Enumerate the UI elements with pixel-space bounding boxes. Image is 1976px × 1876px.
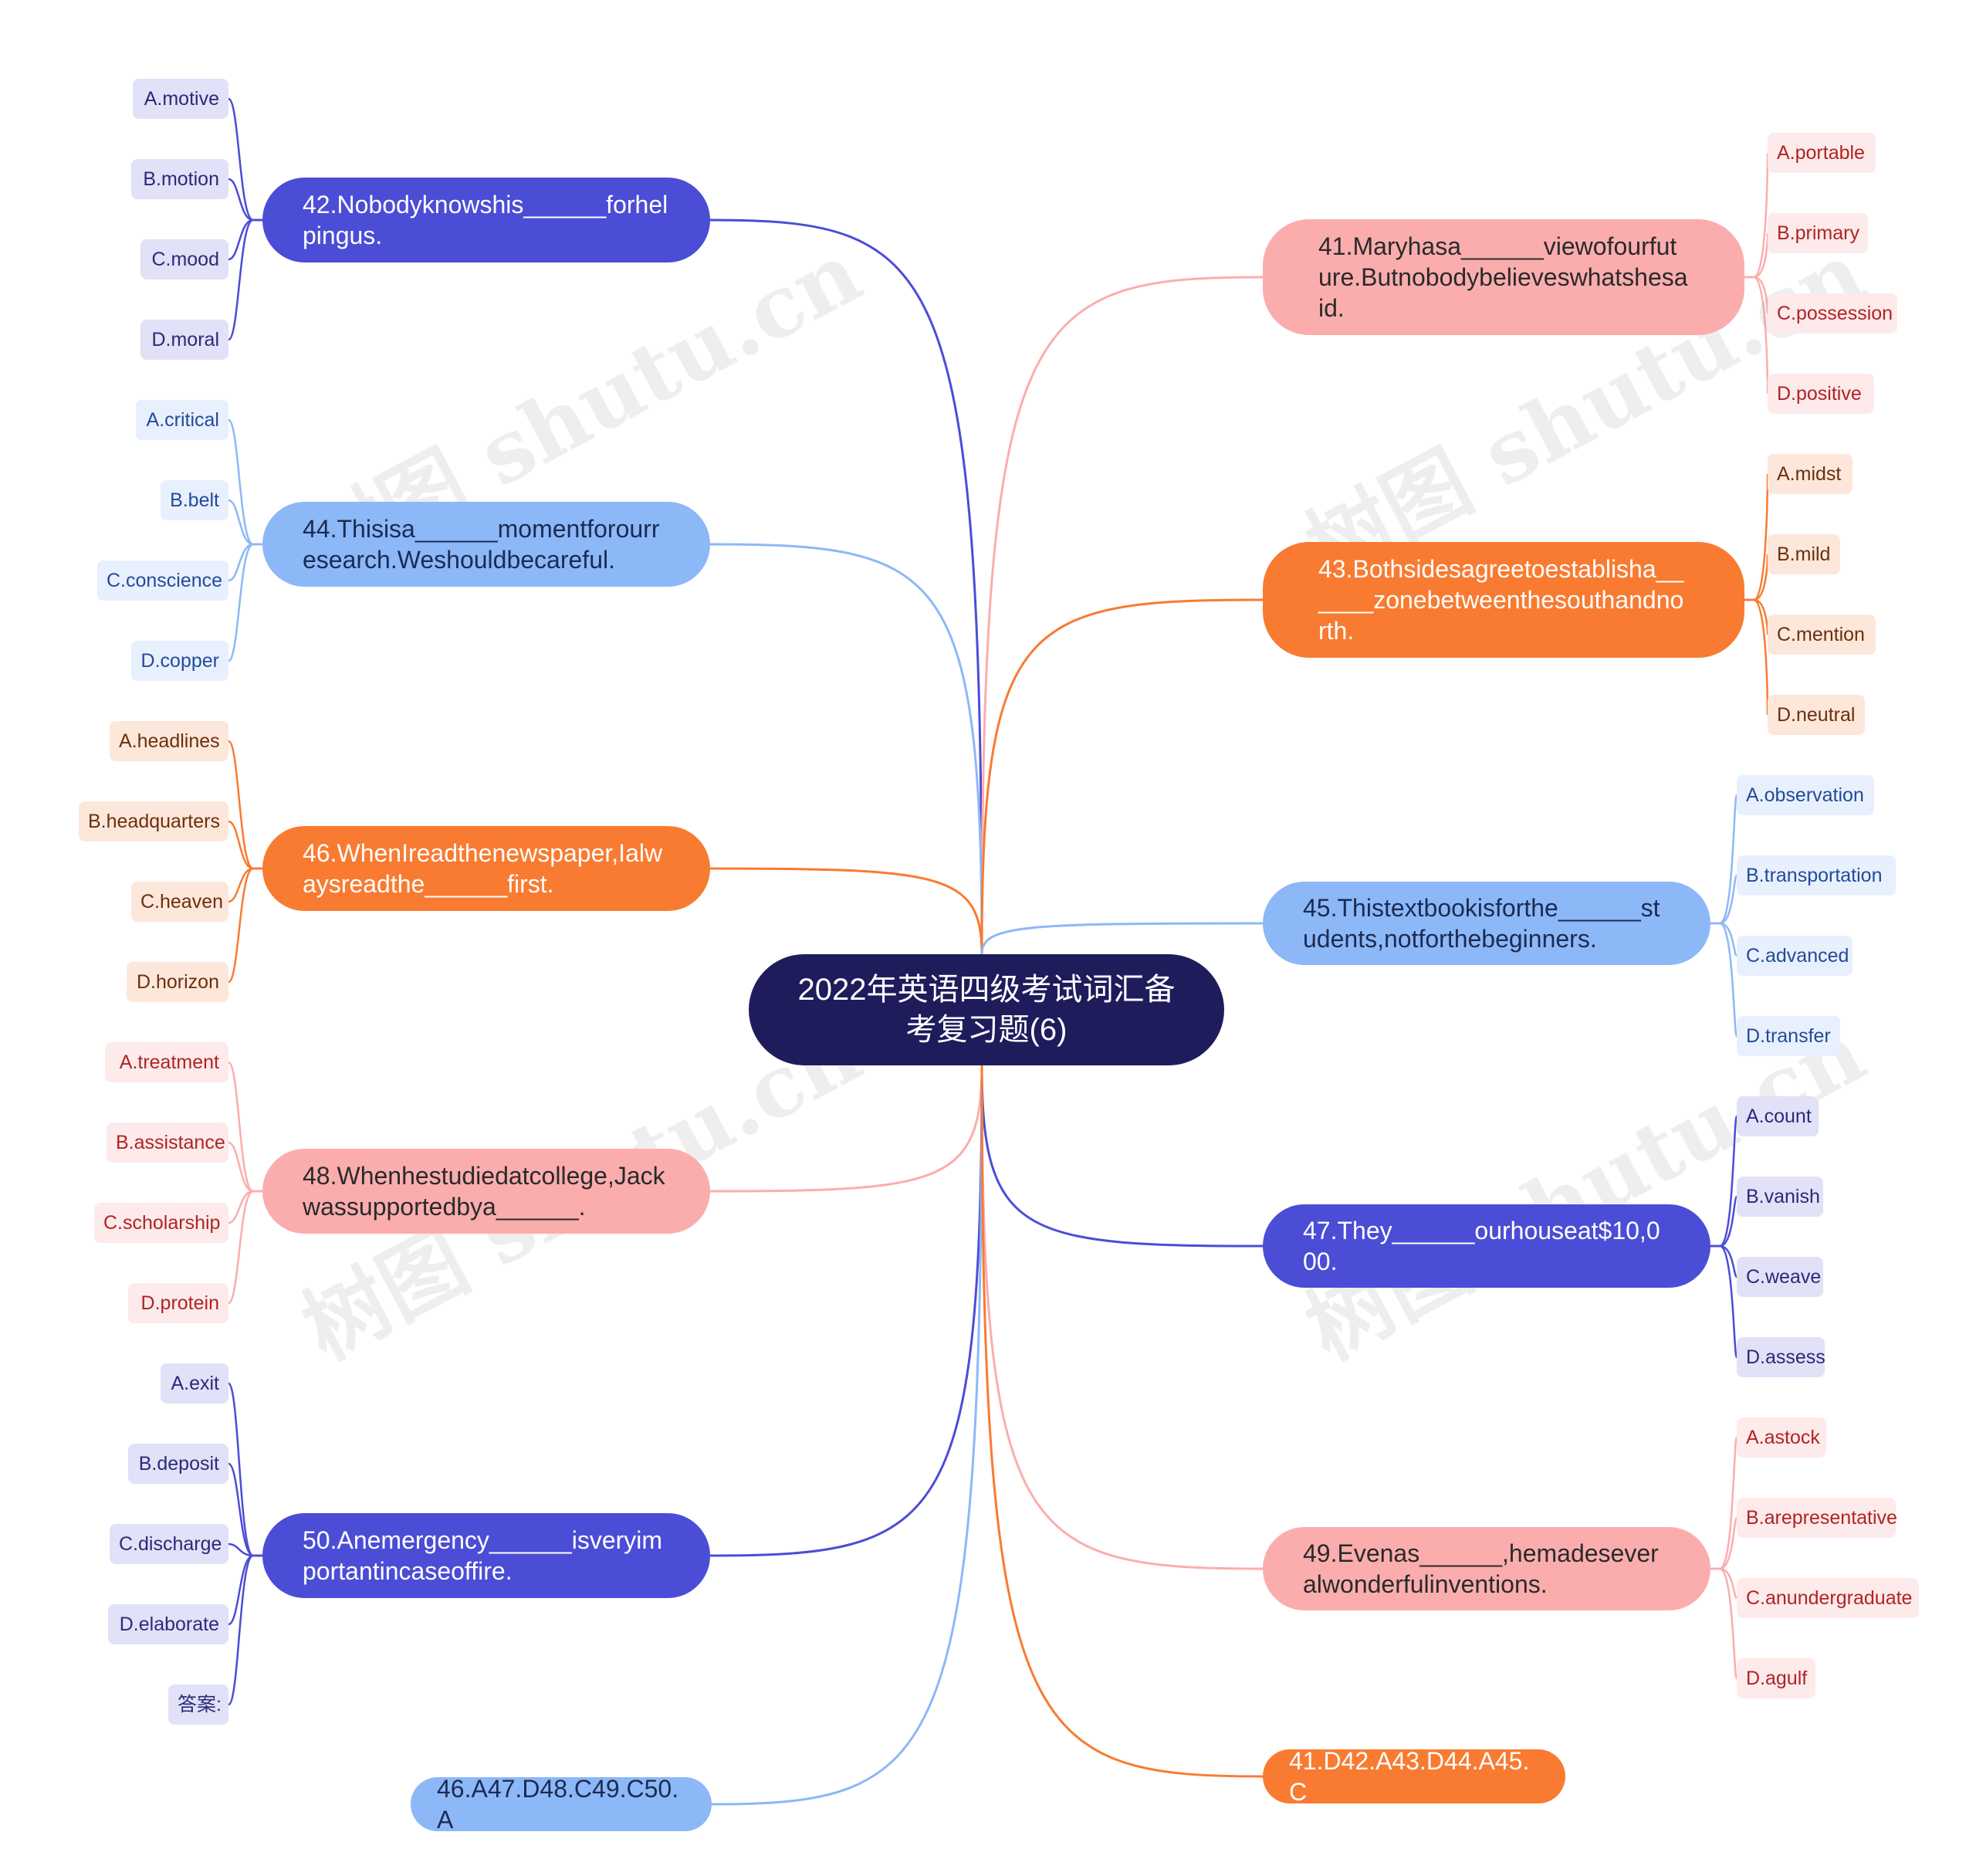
option-connector-25: [1744, 473, 1769, 601]
option-connector-34: [1710, 1195, 1738, 1248]
option-connector-37: [1710, 1436, 1738, 1570]
question-node-47[interactable]: 47.They______ourhouseat$10,000.: [1263, 1204, 1710, 1288]
option-41-b[interactable]: B.primary: [1768, 213, 1868, 253]
option-connector-3: [227, 218, 262, 341]
connector-l-1: [709, 543, 983, 955]
option-connector-9: [228, 820, 262, 870]
option-47-c[interactable]: C.weave: [1737, 1257, 1823, 1297]
option-50-c[interactable]: C.discharge: [110, 1524, 228, 1564]
option-connector-30: [1710, 874, 1738, 925]
option-45-d[interactable]: D.transfer: [1737, 1016, 1840, 1056]
question-node-41[interactable]: 41.Maryhasa______viewofourfuture.Butnobo…: [1263, 219, 1744, 335]
option-connector-36: [1710, 1244, 1738, 1359]
option-connector-0: [227, 97, 262, 222]
answer-node-46-50[interactable]: 46.A47.D48.C49.C50.A: [411, 1775, 712, 1834]
question-node-49[interactable]: 49.Evenas______,hemadeseveralwonderfulin…: [1263, 1527, 1710, 1610]
option-49-b[interactable]: B.arepresentative: [1737, 1498, 1897, 1538]
root-topic[interactable]: 2022年英语四级考试词汇备考复习题(6): [749, 954, 1224, 1065]
option-connector-38: [1710, 1516, 1738, 1570]
connector-r-4: [980, 1065, 1264, 1570]
option-48-a[interactable]: A.treatment: [105, 1042, 228, 1082]
option-47-b[interactable]: B.vanish: [1737, 1177, 1823, 1217]
option-44-c[interactable]: C.conscience: [97, 560, 228, 601]
connector-r-1: [980, 598, 1264, 955]
question-node-42[interactable]: 42.Nobodyknowshis______forhelpingus.: [262, 178, 710, 262]
question-node-50[interactable]: 50.Anemergency______isveryimportantincas…: [262, 1513, 710, 1598]
question-node-48[interactable]: 48.Whenhestudiedatcollege,Jackwassupport…: [262, 1149, 710, 1234]
option-connector-11: [227, 867, 262, 984]
option-46-a[interactable]: A.headlines: [110, 721, 228, 761]
option-45-a[interactable]: A.observation: [1737, 775, 1874, 815]
option-connector-21: [1744, 152, 1769, 279]
option-48-c[interactable]: C.scholarship: [94, 1203, 228, 1243]
option-49-d[interactable]: D.agulf: [1737, 1658, 1815, 1698]
option-46-d[interactable]: D.horizon: [127, 962, 228, 1002]
option-45-c[interactable]: C.advanced: [1737, 936, 1852, 976]
option-44-d[interactable]: D.copper: [131, 641, 228, 681]
option-connector-32: [1710, 922, 1738, 1038]
option-48-b[interactable]: B.assistance: [107, 1123, 228, 1163]
option-49-a[interactable]: A.astock: [1737, 1417, 1826, 1458]
option-connector-33: [1710, 1115, 1738, 1248]
option-connector-12: [227, 1061, 262, 1193]
option-connector-24: [1744, 276, 1769, 395]
option-connector-15: [227, 1190, 262, 1305]
question-node-45[interactable]: 45.Thistextbookisforthe______students,no…: [1263, 882, 1710, 965]
option-connector-4: [227, 418, 262, 546]
option-45-b[interactable]: B.transportation: [1737, 855, 1896, 896]
option-connector-8: [227, 740, 262, 870]
option-41-d[interactable]: D.positive: [1768, 374, 1874, 414]
option-43-c[interactable]: C.mention: [1768, 615, 1876, 655]
option-44-b[interactable]: B.belt: [161, 480, 228, 520]
option-connector-16: [227, 1382, 262, 1557]
option-connector-7: [227, 543, 262, 662]
option-43-d[interactable]: D.neutral: [1768, 695, 1865, 735]
answer-node-41-45[interactable]: 41.D42.A43.D44.A45.C: [1263, 1747, 1565, 1806]
option-46-b[interactable]: B.headquarters: [79, 801, 228, 841]
question-node-46[interactable]: 46.WhenIreadthenewspaper,Ialwaysreadthe_…: [262, 826, 710, 911]
connector-r-2: [980, 922, 1264, 955]
connector-r-5: [980, 1065, 1264, 1778]
connector-l-5: [711, 1065, 983, 1806]
option-42-a[interactable]: A.motive: [133, 79, 228, 119]
connector-l-2: [709, 867, 983, 955]
option-43-b[interactable]: B.mild: [1768, 534, 1840, 574]
option-50-d[interactable]: D.elaborate: [108, 1604, 228, 1644]
connector-r-0: [980, 276, 1264, 955]
option-41-a[interactable]: A.portable: [1768, 133, 1876, 173]
option-connector-17: [228, 1462, 262, 1557]
option-connector-29: [1710, 794, 1738, 925]
option-connector-19: [228, 1554, 262, 1626]
answer-label[interactable]: 答案:: [168, 1685, 228, 1725]
option-50-b[interactable]: B.deposit: [128, 1444, 228, 1484]
option-44-a[interactable]: A.critical: [136, 400, 228, 440]
option-43-a[interactable]: A.midst: [1768, 454, 1852, 494]
option-47-a[interactable]: A.count: [1737, 1096, 1819, 1136]
option-48-d[interactable]: D.protein: [128, 1283, 228, 1323]
option-connector-40: [1710, 1567, 1738, 1680]
option-42-b[interactable]: B.motion: [131, 159, 228, 199]
question-node-44[interactable]: 44.Thisisa______momentforourresearch.Wes…: [262, 502, 710, 587]
option-connector-20: [227, 1554, 262, 1706]
option-connector-13: [228, 1141, 262, 1193]
option-47-d[interactable]: D.assess: [1737, 1337, 1825, 1377]
option-50-a[interactable]: A.exit: [161, 1363, 228, 1404]
option-41-c[interactable]: C.possession: [1768, 293, 1897, 334]
connector-l-4: [709, 1065, 983, 1557]
connector-r-3: [980, 1065, 1264, 1248]
option-49-c[interactable]: C.anundergraduate: [1737, 1578, 1919, 1618]
connector-l-3: [709, 1065, 983, 1193]
option-connector-28: [1744, 598, 1769, 716]
option-46-c[interactable]: C.heaven: [131, 882, 228, 922]
option-42-c[interactable]: C.mood: [140, 239, 228, 279]
option-42-d[interactable]: D.moral: [140, 320, 228, 360]
question-node-43[interactable]: 43.Bothsidesagreetoestablisha______zoneb…: [1263, 542, 1744, 658]
connector-l-0: [709, 218, 983, 955]
